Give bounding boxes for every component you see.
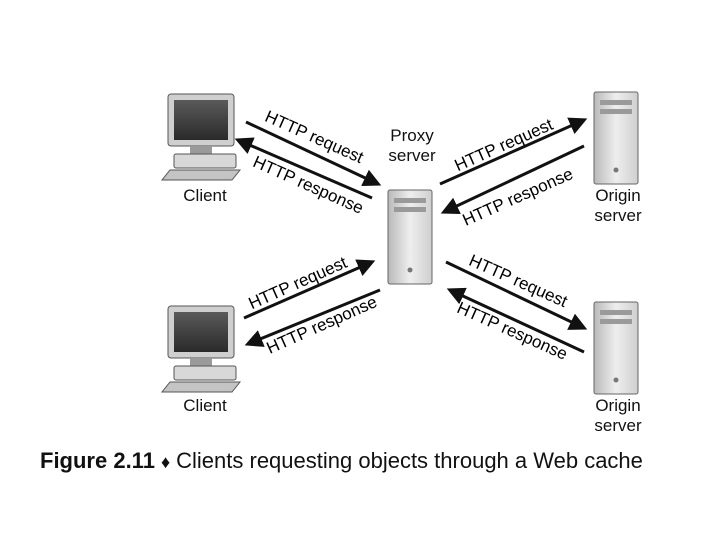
caption-separator: ♦ <box>160 452 171 472</box>
bl-request-label: HTTP request <box>246 253 350 313</box>
br-response-arrow <box>446 287 585 354</box>
figure-caption: Figure 2.11♦Clients requesting objects t… <box>40 448 643 474</box>
tl-request-arrow <box>245 120 382 187</box>
proxy-server-label: Proxy server <box>388 126 436 165</box>
origin-server-bottom-label: Origin server <box>594 396 642 435</box>
tl-response-arrow <box>234 137 373 200</box>
bl-request-arrow <box>243 259 376 320</box>
origin-server-top-tower-icon <box>593 91 639 185</box>
origin-server-top-label: Origin server <box>594 186 642 225</box>
client-top-label: Client <box>183 186 227 205</box>
tr-request-arrow <box>439 117 588 186</box>
proxy-server-tower-icon <box>387 189 433 285</box>
origin-server-bottom-tower-icon <box>593 301 639 395</box>
client-bottom-label: Client <box>183 396 227 415</box>
br-request-label: HTTP request <box>466 251 570 311</box>
figure-number: Figure 2.11 <box>40 448 155 473</box>
br-request-arrow <box>445 260 588 330</box>
bl-response-arrow <box>244 288 381 347</box>
caption-text: Clients requesting objects through a Web… <box>176 448 643 473</box>
client-top-computer-icon <box>160 93 242 181</box>
tr-response-arrow <box>440 144 585 215</box>
br-response-label: HTTP response <box>454 298 570 364</box>
client-bottom-computer-icon <box>160 305 242 393</box>
